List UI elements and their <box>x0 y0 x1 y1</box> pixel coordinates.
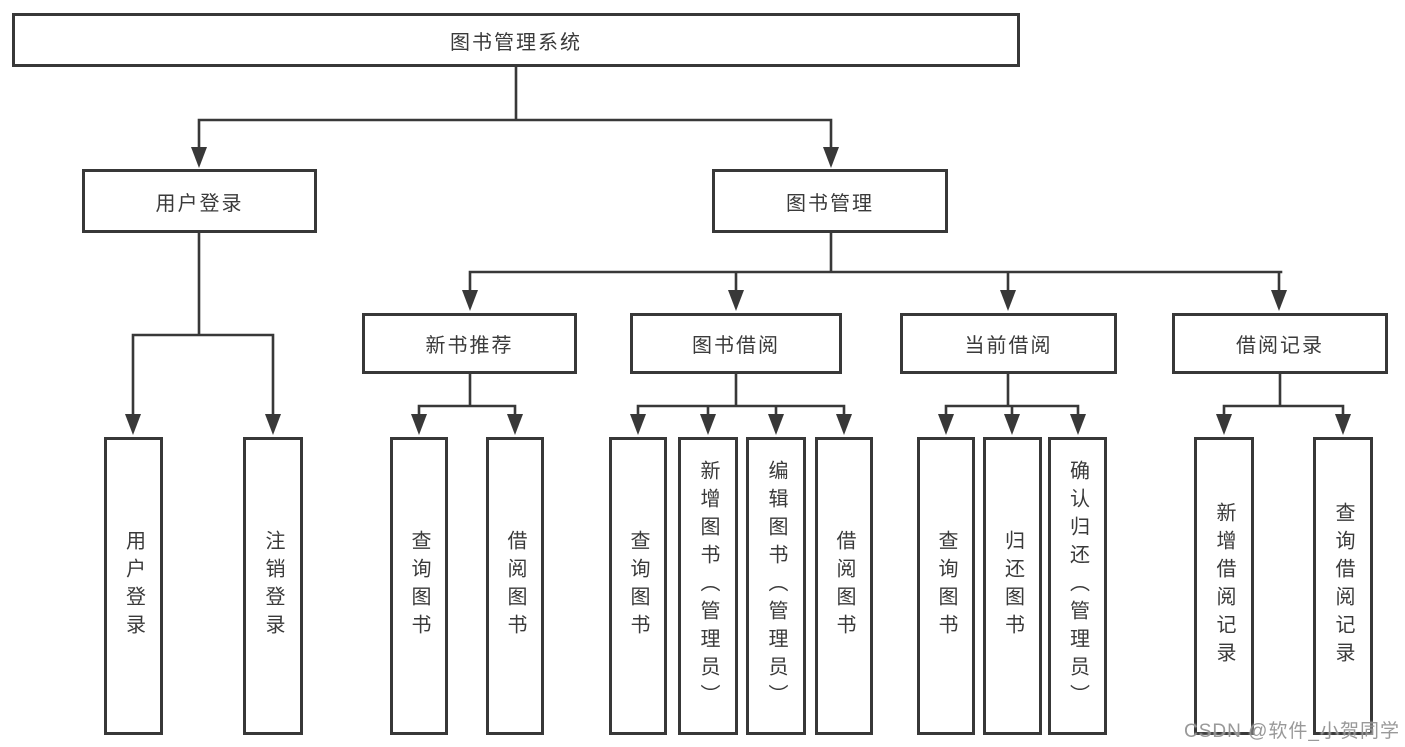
leaf-logout: 注销登录 <box>243 437 303 735</box>
leaf-query-books-recommend: 查询图书 <box>390 437 448 735</box>
leaf-return-books: 归还图书 <box>983 437 1042 735</box>
node-new-book-recommendation-label: 新书推荐 <box>425 335 514 357</box>
node-book-borrowing: 图书借阅 <box>630 313 842 374</box>
node-user-login: 用户登录 <box>82 169 317 233</box>
node-book-borrowing-label: 图书借阅 <box>692 335 780 357</box>
leaf-query-borrow-record: 查询借阅记录 <box>1313 437 1373 735</box>
node-root: 图书管理系统 <box>12 13 1020 67</box>
leaf-query-books-borrowing: 查询图书 <box>609 437 667 735</box>
leaf-add-book-admin: 新增图书（管理员） <box>678 437 738 735</box>
arrowheads <box>125 147 1351 435</box>
csdn-watermark: CSDN @软件_小贺同学 <box>1184 721 1400 742</box>
leaf-add-borrow-record: 新增借阅记录 <box>1194 437 1254 735</box>
node-borrowing-records: 借阅记录 <box>1172 313 1388 374</box>
leaf-edit-book-admin: 编辑图书（管理员） <box>746 437 806 735</box>
leaf-query-books-current: 查询图书 <box>917 437 975 735</box>
node-borrowing-records-label: 借阅记录 <box>1236 335 1324 357</box>
node-current-borrowing: 当前借阅 <box>900 313 1117 374</box>
leaf-borrow-books-recommend: 借阅图书 <box>486 437 544 735</box>
node-new-book-recommendation: 新书推荐 <box>362 313 577 374</box>
node-book-management: 图书管理 <box>712 169 948 233</box>
leaf-confirm-return-admin: 确认归还（管理员） <box>1048 437 1107 735</box>
leaf-user-login: 用户登录 <box>104 437 163 735</box>
node-root-label: 图书管理系统 <box>450 31 582 54</box>
leaf-borrow-books-borrowing: 借阅图书 <box>815 437 873 735</box>
node-current-borrowing-label: 当前借阅 <box>964 335 1053 357</box>
node-user-login-label: 用户登录 <box>155 192 244 215</box>
node-book-management-label: 图书管理 <box>786 192 874 215</box>
